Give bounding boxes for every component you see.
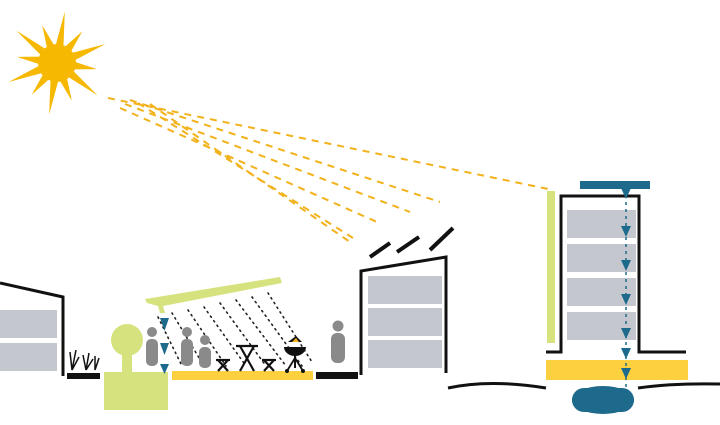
tree-crown bbox=[111, 324, 143, 356]
left-building bbox=[0, 281, 65, 376]
left-building-floor bbox=[0, 310, 57, 338]
middle-building-floor bbox=[368, 340, 442, 368]
water-drop bbox=[621, 328, 631, 339]
plaza-ground bbox=[172, 371, 313, 380]
middle-building-floor bbox=[368, 276, 442, 304]
solar-panels bbox=[368, 226, 455, 259]
sun-ray-line bbox=[129, 99, 441, 203]
sun-ray-line bbox=[107, 97, 554, 191]
tower-outline bbox=[546, 194, 686, 354]
sun-ray-line bbox=[119, 107, 378, 223]
picnic-table-icon bbox=[216, 344, 276, 372]
person-icon bbox=[181, 327, 193, 366]
sunlight-rays bbox=[107, 97, 554, 243]
tree-trunk bbox=[122, 352, 132, 374]
person-icon bbox=[146, 327, 158, 366]
plant-icon bbox=[69, 349, 100, 371]
vertical-green-wall bbox=[547, 191, 555, 343]
middle-building bbox=[359, 226, 455, 375]
water-tank-body bbox=[572, 388, 634, 412]
middle-building-outline bbox=[359, 255, 448, 375]
tree-icon bbox=[104, 324, 168, 410]
ground-strip bbox=[316, 372, 358, 379]
water-drop-icon bbox=[160, 318, 169, 374]
green-roof bbox=[580, 181, 650, 189]
sun-ray-line bbox=[137, 102, 354, 239]
middle-building-floor bbox=[368, 308, 442, 336]
grill-icon bbox=[284, 336, 306, 373]
sun-ray-line bbox=[149, 103, 351, 243]
ground-curve bbox=[447, 382, 547, 390]
person-icon bbox=[199, 335, 211, 368]
water-drop bbox=[621, 226, 631, 237]
right-tower bbox=[546, 181, 688, 414]
water-drop bbox=[621, 368, 631, 379]
ground-strip bbox=[67, 373, 100, 379]
water-drop bbox=[621, 348, 631, 359]
water-drop bbox=[621, 188, 631, 199]
sun-core bbox=[38, 44, 76, 82]
left-building-outline bbox=[0, 281, 65, 376]
person-icon bbox=[331, 320, 345, 363]
water-drop bbox=[621, 294, 631, 305]
planter-box bbox=[104, 372, 168, 410]
sun-icon bbox=[8, 11, 106, 115]
water-drop-icon bbox=[621, 188, 631, 379]
sun-ray-line bbox=[124, 103, 411, 213]
ground-curve bbox=[637, 382, 720, 390]
green-canopy bbox=[145, 277, 282, 313]
left-building-floor bbox=[0, 343, 57, 371]
water-drop bbox=[621, 260, 631, 271]
tower-plaza bbox=[546, 360, 688, 380]
